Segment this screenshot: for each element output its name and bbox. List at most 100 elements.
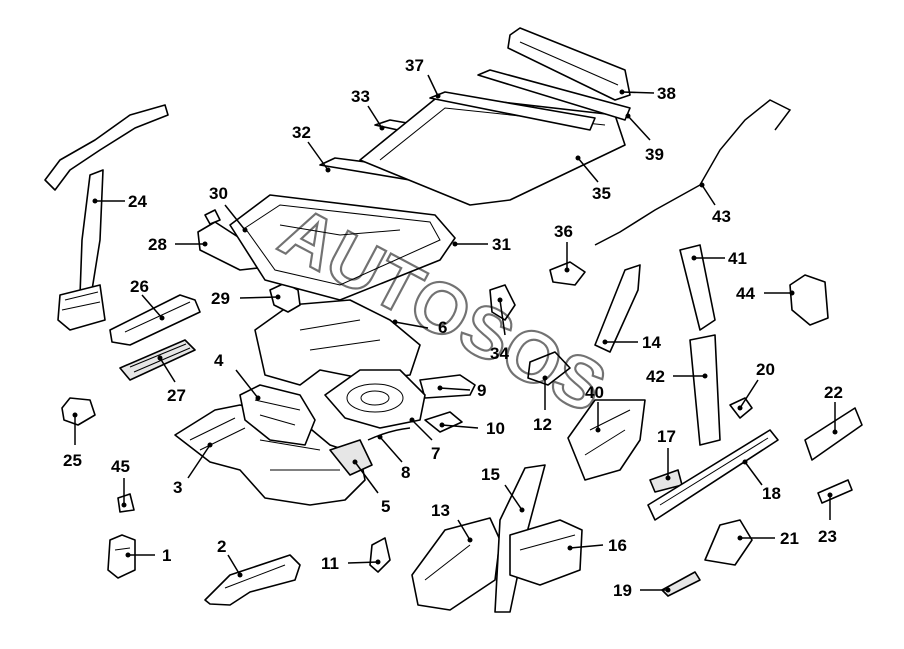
callout-40: 40	[585, 383, 604, 433]
callout-27-label: 27	[167, 386, 186, 405]
callout-29: 29	[211, 289, 281, 308]
callout-11: 11	[321, 554, 381, 573]
part-43-roof-cable	[594, 99, 792, 246]
callout-13-label: 13	[431, 501, 450, 520]
callout-2-label: 2	[217, 537, 226, 556]
callout-4: 4	[214, 351, 261, 401]
callout-44-label: 44	[736, 284, 755, 303]
callout-37-label: 37	[405, 56, 424, 75]
part-23-bracket	[817, 479, 853, 504]
callout-25: 25	[63, 412, 82, 470]
callout-45: 45	[111, 457, 130, 508]
callout-35: 35	[575, 155, 611, 203]
callout-41: 41	[691, 249, 747, 268]
callout-45-label: 45	[111, 457, 130, 476]
callout-31-label: 31	[492, 235, 511, 254]
callout-36: 36	[554, 222, 573, 273]
part-42-pillar	[689, 334, 721, 446]
callout-42: 42	[646, 367, 708, 386]
part-6-wheelhouse	[254, 299, 421, 386]
part-34-bracket	[489, 284, 516, 321]
part-45-clip	[117, 493, 135, 513]
callout-5: 5	[352, 459, 390, 516]
callout-21-label: 21	[780, 529, 799, 548]
callout-8: 8	[377, 434, 410, 482]
part-1-bracket	[107, 534, 136, 579]
part-3-front-floor	[174, 404, 366, 506]
callout-2: 2	[217, 537, 243, 578]
callout-10-label: 10	[486, 419, 505, 438]
callout-38-label: 38	[657, 84, 676, 103]
part-9-rear-rail	[419, 374, 476, 399]
callout-7: 7	[409, 417, 440, 463]
callout-3-label: 3	[173, 478, 182, 497]
part-10-rear-member	[424, 411, 463, 433]
part-44-bracket	[789, 274, 829, 326]
callout-11-label: 11	[321, 554, 339, 573]
callout-20-label: 20	[756, 360, 775, 379]
callout-22-label: 22	[824, 383, 843, 402]
callout-39-label: 39	[645, 145, 664, 164]
part-40-c-pillar	[567, 399, 646, 481]
part-13-15-16-rear-quarter	[411, 464, 583, 613]
part-5-floor-section	[329, 439, 373, 476]
callout-24: 24	[92, 192, 147, 211]
callout-7-label: 7	[431, 444, 440, 463]
callout-44: 44	[736, 284, 795, 303]
callout-16-label: 16	[608, 536, 627, 555]
callout-12: 12	[533, 375, 552, 434]
part-12-bracket	[527, 351, 571, 386]
callout-10: 10	[439, 419, 505, 438]
callout-24-label: 24	[128, 192, 147, 211]
callout-34: 34	[490, 297, 509, 363]
callout-9-label: 9	[477, 381, 486, 400]
callout-14-label: 14	[642, 333, 661, 352]
part-47-roof-bow	[477, 69, 631, 121]
callout-25-label: 25	[63, 451, 82, 470]
part-35-roof-panel	[359, 94, 626, 206]
part-7-spare-well	[324, 369, 426, 429]
part-18-side-sill	[647, 429, 779, 521]
callout-43: 43	[699, 182, 731, 226]
callout-33-label: 33	[351, 87, 370, 106]
callout-21: 21	[737, 529, 799, 548]
part-30-31-header-frame	[229, 194, 456, 301]
callout-31: 31	[452, 235, 511, 254]
callout-6: 6	[392, 318, 447, 337]
callout-23-label: 23	[818, 527, 837, 546]
callout-1: 1	[125, 546, 171, 565]
callouts: 1 2 3 4 5 6 7 8	[63, 56, 843, 600]
callout-35-label: 35	[592, 184, 611, 203]
callout-23: 23	[818, 492, 837, 546]
callout-20: 20	[737, 360, 775, 411]
part-8-cable	[367, 427, 411, 441]
part-37-roof-bow	[429, 91, 596, 131]
part-11-bracket	[369, 537, 391, 573]
part-26-sill-trim	[109, 294, 201, 346]
callout-26: 26	[130, 277, 165, 321]
callout-30: 30	[209, 184, 248, 233]
callout-3: 3	[173, 442, 213, 497]
callout-32-label: 32	[292, 123, 311, 142]
callout-16: 16	[567, 536, 627, 555]
callout-41-label: 41	[728, 249, 747, 268]
callout-40-label: 40	[585, 383, 604, 402]
callout-17: 17	[657, 427, 676, 481]
part-38-rear-header	[507, 27, 631, 101]
callout-1-label: 1	[162, 546, 171, 565]
callout-43-label: 43	[712, 207, 731, 226]
callout-37: 37	[405, 56, 441, 99]
part-19-trim-strip	[661, 571, 701, 597]
callout-33: 33	[351, 87, 385, 131]
callout-39: 39	[625, 113, 664, 164]
callout-27: 27	[157, 355, 186, 405]
part-24-a-pillar	[44, 104, 169, 331]
callout-15-label: 15	[481, 465, 500, 484]
part-25-bracket	[61, 397, 96, 426]
callout-38: 38	[619, 84, 676, 103]
callout-8-label: 8	[401, 463, 410, 482]
callout-34-label: 34	[490, 344, 509, 363]
callout-29-label: 29	[211, 289, 230, 308]
callout-19: 19	[613, 581, 671, 600]
